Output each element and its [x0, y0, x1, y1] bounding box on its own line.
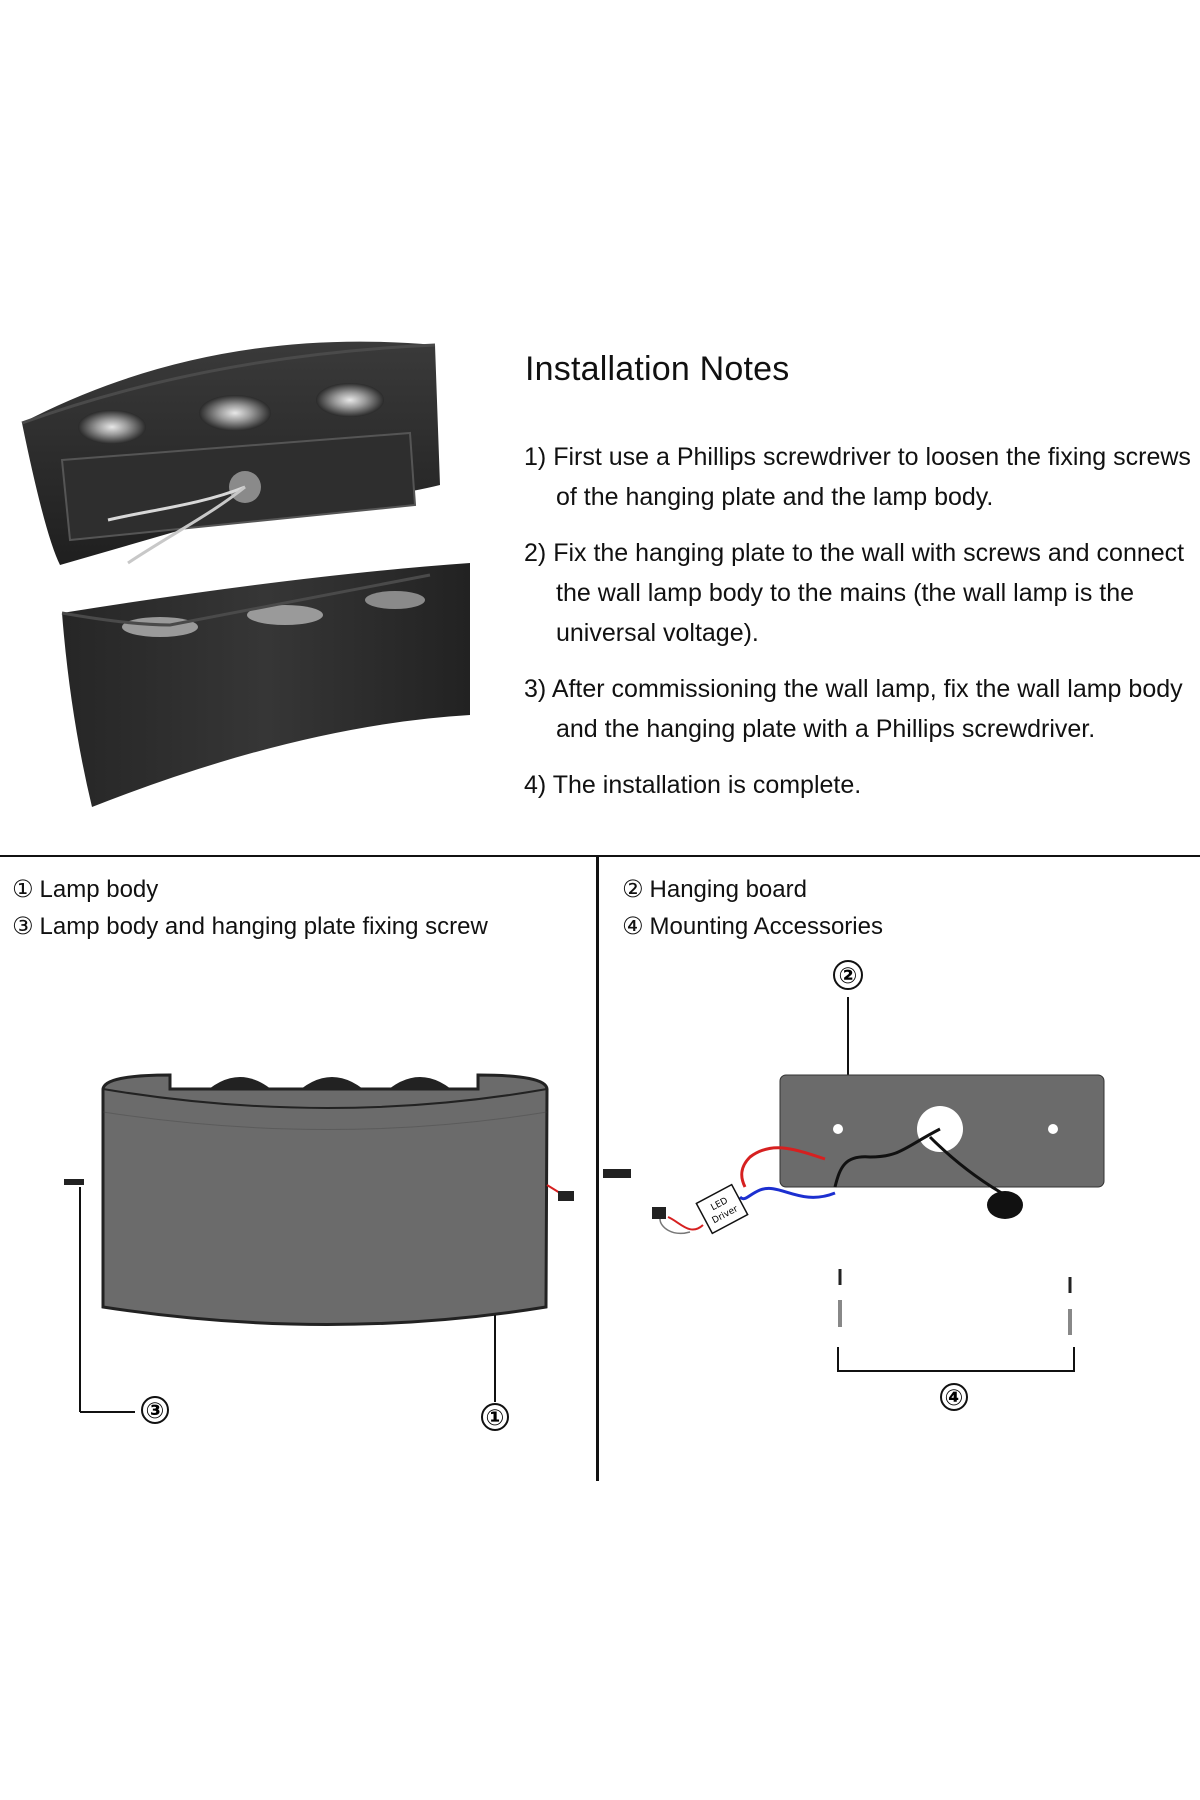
note-number: 2): [524, 539, 547, 567]
vertical-divider: [596, 856, 599, 1481]
note-text: The installation is complete.: [552, 771, 862, 799]
legend-mark: ①: [12, 876, 34, 903]
note-number: 3): [524, 675, 547, 703]
note-number: 1): [524, 443, 547, 471]
note-text: First use a Phillips screwdriver to loos…: [553, 443, 1191, 511]
note-number: 4): [524, 771, 547, 799]
horizontal-divider: [0, 855, 1200, 857]
screw-icon: [603, 1169, 631, 1178]
note-item-2: 2) Fix the hanging plate to the wall wit…: [524, 533, 1200, 653]
led-lens-icon: [316, 383, 384, 417]
callout-2: ②: [839, 964, 858, 989]
lamp-product-photo: [21, 341, 470, 807]
lamp-bottom-half: [61, 563, 470, 807]
legend-mark: ③: [12, 913, 34, 940]
hanging-board-drawing: ② LED Driver: [652, 960, 1105, 1235]
callout-3-badge: [141, 1396, 169, 1424]
note-item-3: 3) After commissioning the wall lamp, fi…: [524, 669, 1200, 749]
led-lens-icon: [78, 410, 146, 444]
note-text: After commissioning the wall lamp, fix t…: [551, 675, 1183, 743]
legend-text: Lamp body: [39, 876, 159, 903]
lamp-top-half: [21, 341, 440, 565]
callout-2-badge: [833, 960, 863, 990]
led-driver-icon: LED Driver: [695, 1183, 749, 1235]
legend-text: Lamp body and hanging plate fixing screw: [39, 913, 488, 940]
legend-mark: ④: [622, 913, 644, 940]
callout-1: ①: [486, 1406, 505, 1431]
notes-title: Installation Notes: [525, 350, 790, 388]
legend-mark: ②: [622, 876, 644, 903]
legend-text: Hanging board: [649, 876, 807, 903]
callout-4-badge: [940, 1383, 968, 1411]
fixing-screw-icon: [64, 1179, 135, 1413]
installation-diagram: ③ ① ② LED Driver ④: [64, 960, 1105, 1431]
note-item-4: 4) The installation is complete.: [524, 765, 1200, 805]
led-lens-icon: [199, 395, 271, 431]
note-text: Fix the hanging plate to the wall with s…: [553, 539, 1185, 647]
mounting-accessories-drawing: ④: [837, 1269, 1075, 1411]
legend-text: Mounting Accessories: [649, 913, 883, 940]
lamp-body-drawing: [101, 1073, 574, 1326]
note-item-1: 1) First use a Phillips screwdriver to l…: [524, 437, 1200, 517]
callout-4: ④: [945, 1386, 964, 1411]
callout-3: ③: [146, 1399, 165, 1424]
callout-1-badge: [481, 1403, 509, 1431]
